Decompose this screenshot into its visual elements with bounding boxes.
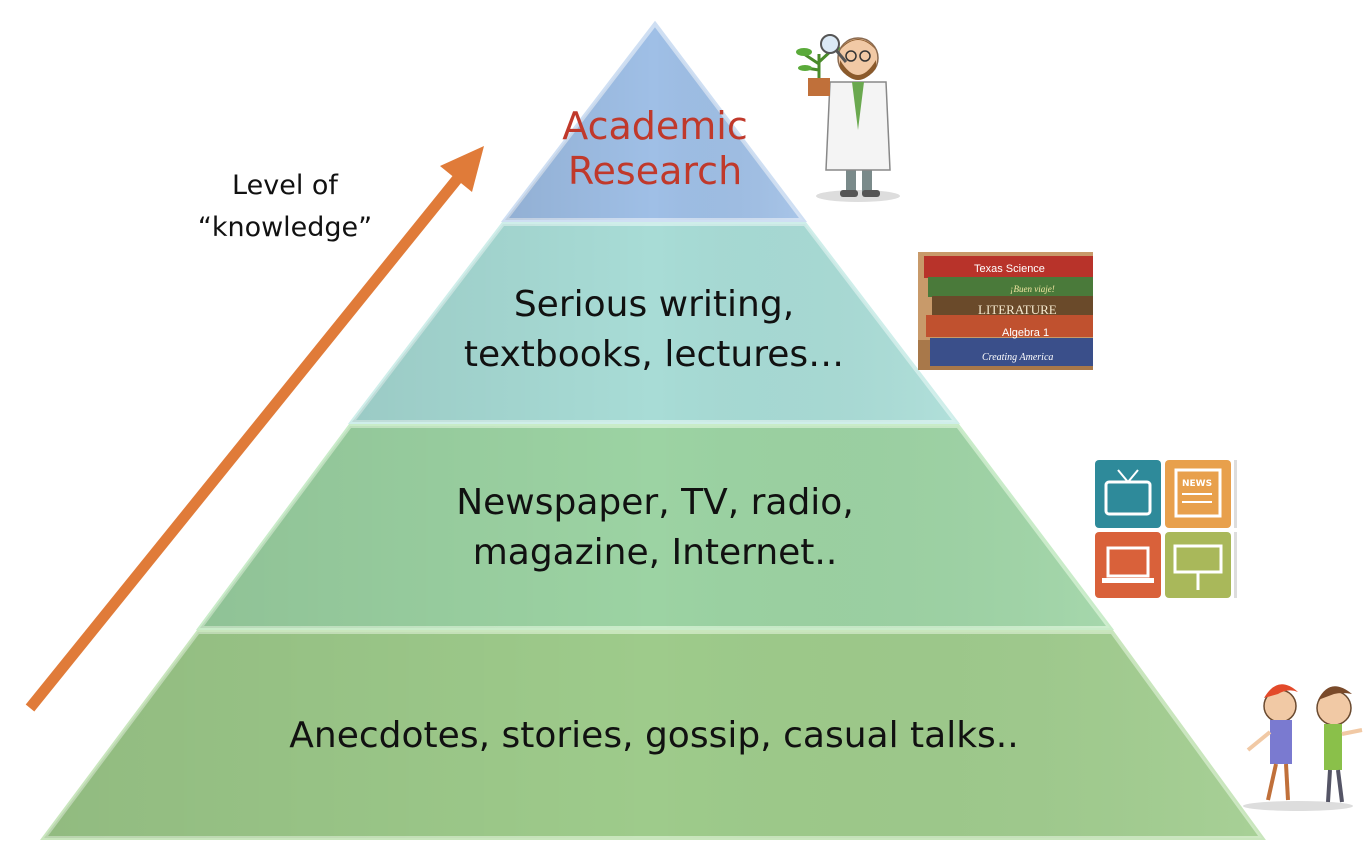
tier-label-serious-writing: Serious writing, textbooks, lectures…	[404, 280, 904, 379]
book-title: Algebra 1	[1002, 327, 1049, 339]
billboard-icon	[1165, 532, 1231, 598]
book-title: LITERATURE	[978, 302, 1057, 317]
tier-label-line: textbooks, lectures…	[463, 333, 845, 375]
tier-label-media: Newspaper, TV, radio, magazine, Internet…	[355, 478, 955, 577]
media-icons-grid: NEWS	[1095, 460, 1237, 598]
pyramid-tier-media	[196, 424, 1115, 630]
tier-label-line: Serious writing,	[513, 284, 795, 325]
textbooks-stack-icon	[918, 252, 1093, 370]
newspaper-icon	[1165, 460, 1231, 528]
scientist-with-plant-icon	[796, 34, 900, 202]
tier-label-line: Research	[567, 148, 743, 193]
knowledge-level-arrow	[25, 146, 484, 712]
axis-label-line2: “knowledge”	[197, 211, 373, 243]
pyramid-tier-academic-research	[500, 20, 808, 222]
tv-icon	[1095, 460, 1161, 528]
newspaper-icon-label: NEWS	[1182, 479, 1212, 489]
pyramid-tier-serious-writing	[347, 222, 961, 424]
laptop-icon	[1095, 532, 1161, 598]
tier-label-line: Academic	[562, 104, 748, 148]
knowledge-axis-label: Level of “knowledge”	[170, 165, 400, 249]
tier-label-academic-research: Academic Research	[505, 104, 805, 194]
book-title: ¡Buen viaje!	[1010, 284, 1055, 294]
tier-label-line: magazine, Internet..	[472, 531, 838, 573]
gossiping-people-icon	[1243, 684, 1363, 811]
book-title: Texas Science	[974, 263, 1045, 275]
pyramid-tier-anecdotes	[40, 630, 1266, 840]
axis-label-line1: Level of	[232, 170, 338, 201]
book-title: Creating America	[982, 352, 1053, 363]
tier-label-line: Anecdotes, stories, gossip, casual talks…	[289, 715, 1019, 756]
tier-label-line: Newspaper, TV, radio,	[456, 482, 854, 523]
tier-label-anecdotes: Anecdotes, stories, gossip, casual talks…	[154, 714, 1154, 757]
